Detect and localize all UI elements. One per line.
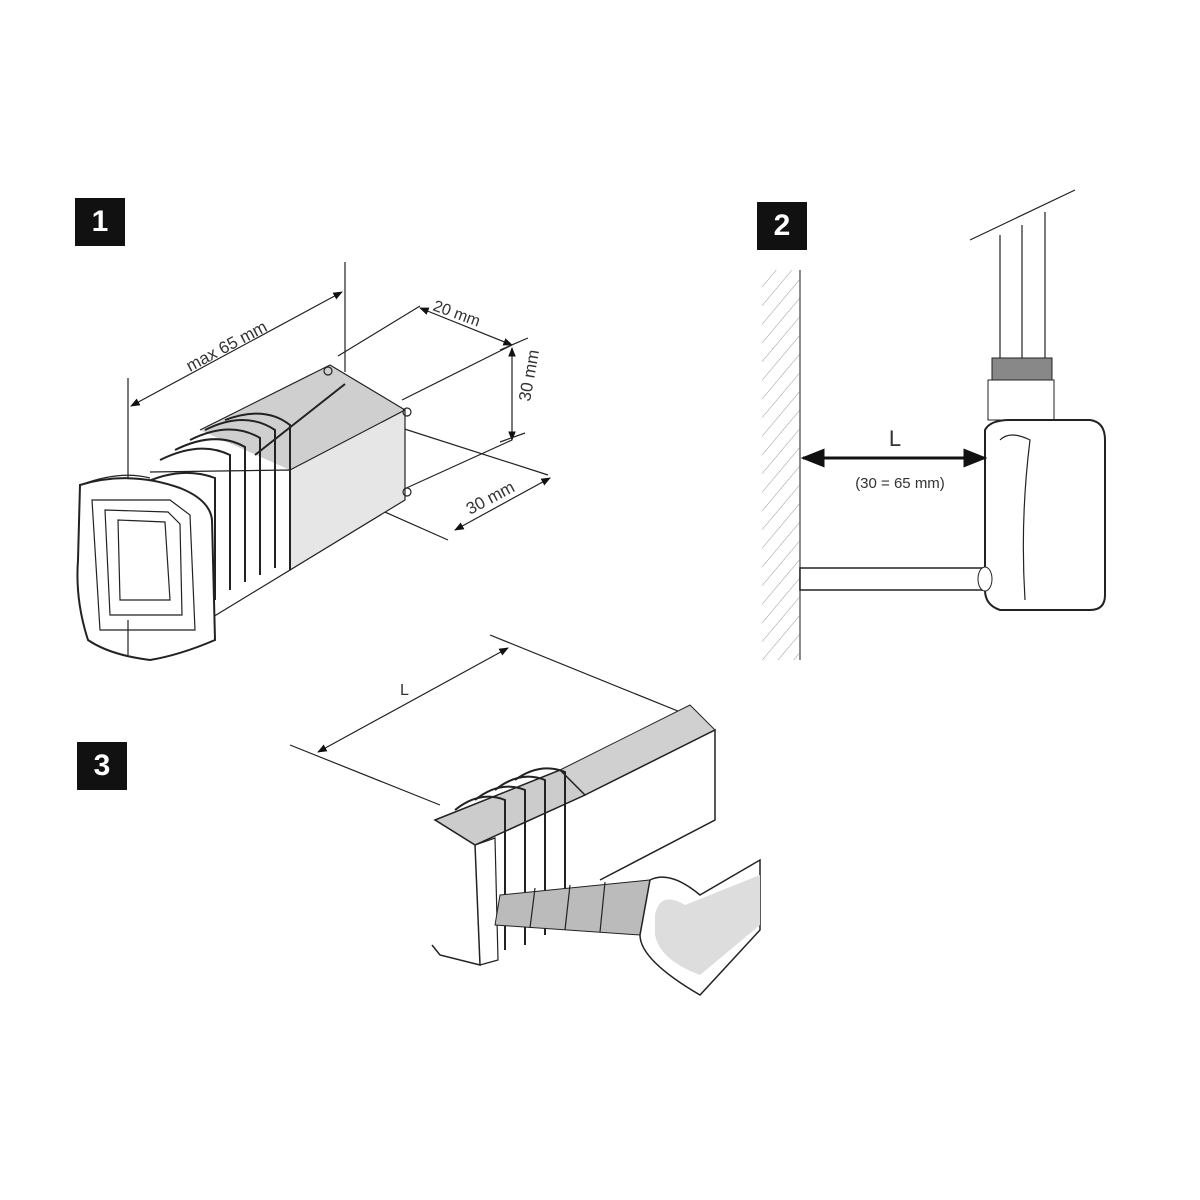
label-l: L (889, 426, 901, 451)
label-depth: 20 mm (431, 298, 483, 331)
figure-3-assembly: L (289, 634, 761, 996)
step-badge-3: 3 (77, 742, 127, 790)
figure-2-heater: L (30 = 65 mm) (762, 189, 1106, 660)
dimension-l-line (317, 647, 509, 753)
step-badge-2: 2 (757, 202, 807, 250)
dimension-depth (419, 307, 513, 346)
label-max-length: max 65 mm (183, 317, 270, 375)
figure-1-sleeve: max 65 mm 20 mm 30 mm 30 mm (76, 262, 551, 662)
step-badge-1: 1 (75, 198, 125, 246)
label-width: 30 mm (463, 477, 518, 518)
label-range: (30 = 65 mm) (855, 475, 945, 492)
dimension-length (130, 291, 343, 407)
label-height: 30 mm (515, 348, 543, 402)
label-l-3: L (400, 682, 409, 699)
dimension-width (454, 477, 551, 531)
